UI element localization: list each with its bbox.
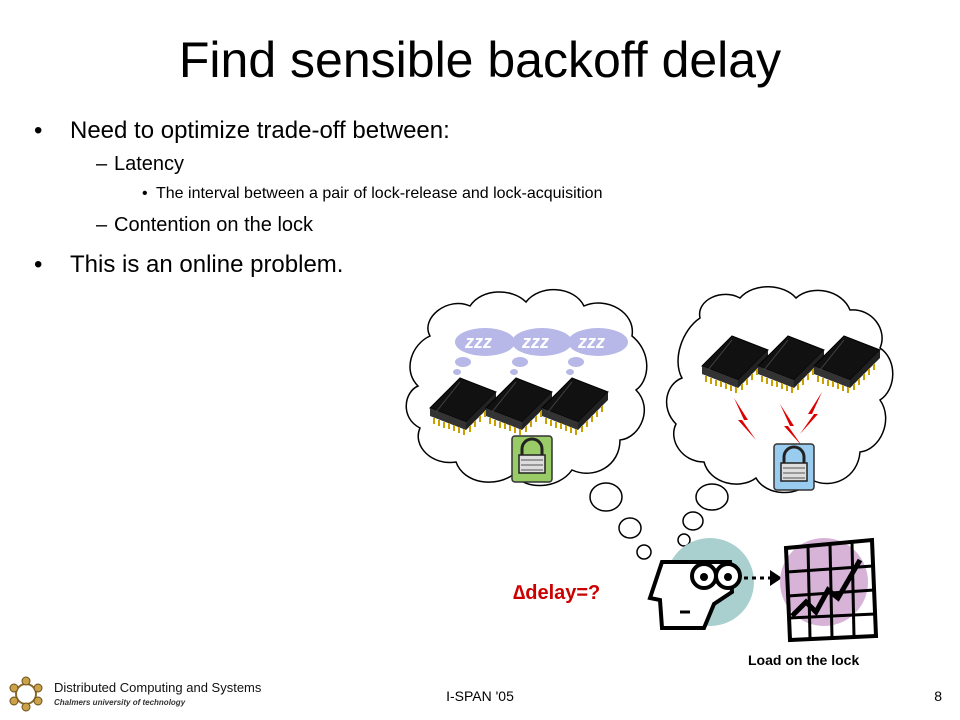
dash-mark: – — [96, 214, 108, 236]
dcs-logo-icon — [9, 676, 43, 712]
thought-cloud-icon — [665, 286, 894, 494]
dash-mark: – — [96, 153, 108, 175]
subsubbullet-text: The interval between a pair of lock-rele… — [156, 185, 603, 202]
bullet-mark: • — [34, 117, 43, 144]
delay-label: ∆delay=? — [513, 582, 601, 604]
subbullet-text: Latency — [114, 153, 185, 175]
thinking-face-icon — [647, 538, 754, 630]
arrow-icon — [744, 570, 782, 586]
thought-bubble-trail — [589, 482, 652, 560]
page-number: 8 — [934, 688, 942, 704]
subbullet-text: Contention on the lock — [114, 214, 314, 236]
padlock-icon — [772, 442, 816, 492]
bullet-text: Need to optimize trade-off between: — [70, 117, 450, 144]
bullet-text: This is an online problem. — [70, 251, 344, 278]
padlock-icon — [510, 434, 554, 484]
logo-title: Distributed Computing and Systems — [54, 680, 262, 695]
slide-title: Find sensible backoff delay — [178, 32, 782, 88]
load-chart-icon — [780, 537, 879, 643]
footer-logo: Distributed Computing and Systems Chalme… — [6, 676, 306, 716]
footer-conference: I-SPAN '05 — [446, 688, 514, 704]
thought-bubble-trail — [677, 483, 729, 547]
logo-subtitle: Chalmers university of technology — [54, 698, 186, 707]
bullet-mark: • — [142, 185, 148, 202]
load-label: Load on the lock — [748, 652, 860, 668]
bullet-mark: • — [34, 251, 43, 278]
